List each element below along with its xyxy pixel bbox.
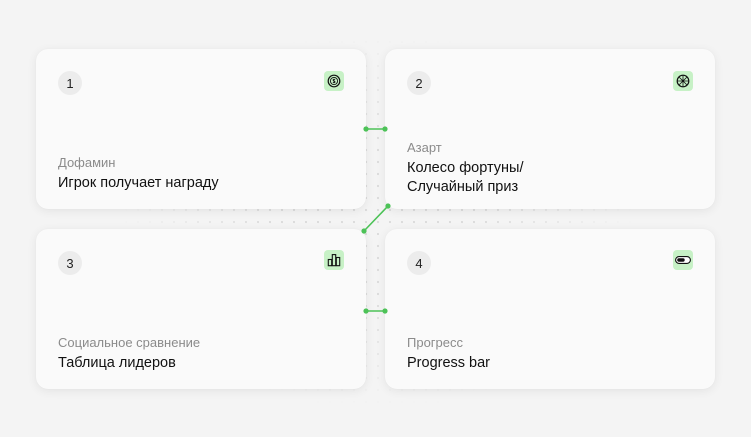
card-3: 3 Социальное сравнение Таблица лидеров xyxy=(36,229,366,389)
card-4: 4 Прогресс Progress bar xyxy=(385,229,715,389)
card-caption: Социальное сравнение xyxy=(58,335,201,350)
card-caption: Азарт xyxy=(407,140,442,155)
card-number: 1 xyxy=(58,71,82,95)
card-caption: Дофамин xyxy=(58,155,116,170)
progress-toggle-icon xyxy=(673,250,693,270)
card-number: 4 xyxy=(407,251,431,275)
card-number: 2 xyxy=(407,71,431,95)
coin-icon xyxy=(324,71,344,91)
bar-chart-icon xyxy=(324,250,344,270)
card-title: Progress bar xyxy=(407,355,491,371)
card-title: Колесо фортуны/ Случайный приз xyxy=(407,160,524,195)
card-title: Таблица лидеров xyxy=(58,355,176,371)
card-1: 1 Дофамин Игрок получает награду xyxy=(36,49,366,209)
card-caption: Прогресс xyxy=(407,335,464,350)
card-2: 2 Азарт Колесо фортуны/ Случайный приз xyxy=(385,49,715,209)
card-title: Игрок получает награду xyxy=(58,175,219,191)
card-number: 3 xyxy=(58,251,82,275)
wheel-icon xyxy=(673,71,693,91)
